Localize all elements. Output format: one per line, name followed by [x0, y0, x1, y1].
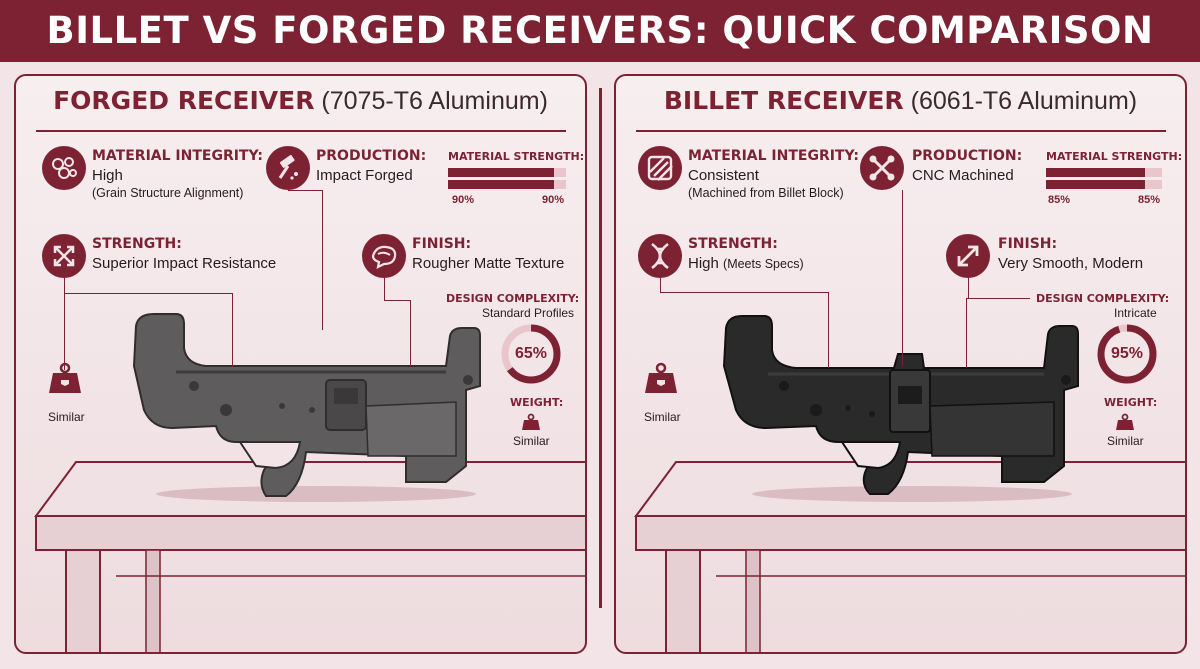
panel-title-material: (6061-T6 Aluminum): [910, 87, 1138, 115]
strength-value: Superior Impact Resistance: [92, 255, 277, 272]
billet-receiver-panel: BILLET RECEIVER (6061-T6 Aluminum) MATER…: [614, 74, 1187, 654]
finish-block: FINISH: Rougher Matte Texture: [412, 236, 564, 272]
material-strength-right-label: 90%: [542, 194, 565, 206]
weight-label: WEIGHT:: [510, 396, 564, 409]
finish-value: Very Smooth, Modern: [998, 255, 1144, 272]
production-value: Impact Forged: [316, 167, 413, 184]
page-title-banner: BILLET VS FORGED RECEIVERS: QUICK COMPAR…: [0, 0, 1200, 62]
finish-value: Rougher Matte Texture: [412, 255, 565, 272]
weight-right-value: Similar: [1107, 434, 1144, 448]
material-integrity-block: MATERIAL INTEGRITY: Consistent (Machined…: [688, 148, 859, 200]
panel-title: BILLET RECEIVER (6061-T6 Aluminum): [616, 86, 1185, 116]
design-complexity-value: Intricate: [1114, 306, 1157, 320]
material-integrity-detail: (Grain Structure Alignment): [92, 186, 244, 200]
design-complexity-percent: 65%: [514, 345, 548, 362]
strength-block: STRENGTH: High (Meets Specs): [688, 236, 804, 272]
material-integrity-block: MATERIAL INTEGRITY: High (Grain Structur…: [92, 148, 263, 200]
panel-title-main: FORGED RECEIVER: [53, 86, 315, 115]
material-integrity-label: MATERIAL INTEGRITY:: [688, 148, 860, 164]
weight-icon: [48, 362, 82, 399]
panel-title-main: BILLET RECEIVER: [663, 86, 904, 115]
title-underline: [36, 130, 566, 132]
material-integrity-value: Consistent: [688, 167, 759, 184]
material-strength-bar-1: [448, 168, 566, 177]
tools-icon: [860, 146, 904, 190]
design-complexity-gauge: 95%: [1096, 323, 1158, 385]
finish-label: FINISH:: [998, 236, 1058, 252]
arrows-out-icon: [42, 234, 86, 278]
weight-label: WEIGHT:: [1104, 396, 1158, 409]
weight-right-value: Similar: [513, 434, 550, 448]
material-strength-bar-1: [1046, 168, 1162, 177]
finish-block: FINISH: Very Smooth, Modern: [998, 236, 1143, 272]
weight-icon: [644, 362, 678, 399]
diagonal-arrow-icon: [946, 234, 990, 278]
material-strength-left-label: 90%: [452, 194, 475, 206]
strength-value: High: [688, 255, 719, 272]
center-divider: [599, 88, 602, 608]
billet-receiver-illustration: [722, 315, 1079, 502]
material-strength-bar-2: [448, 180, 566, 189]
billet-block-icon: [638, 146, 682, 190]
strength-label: STRENGTH:: [92, 236, 182, 252]
material-strength-label: MATERIAL STRENGTH:: [1046, 150, 1183, 163]
production-label: PRODUCTION:: [316, 148, 427, 164]
production-block: PRODUCTION: CNC Machined: [912, 148, 1022, 184]
production-label: PRODUCTION:: [912, 148, 1023, 164]
weight-icon: [521, 413, 541, 436]
material-strength-right-label: 85%: [1138, 194, 1161, 206]
finish-label: FINISH:: [412, 236, 472, 252]
panel-title: FORGED RECEIVER (7075-T6 Aluminum): [16, 86, 585, 116]
panel-title-material: (7075-T6 Aluminum): [321, 87, 548, 115]
production-block: PRODUCTION: Impact Forged: [316, 148, 426, 184]
dna-icon: [638, 234, 682, 278]
strength-block: STRENGTH: Superior Impact Resistance: [92, 236, 276, 272]
material-integrity-label: MATERIAL INTEGRITY:: [92, 148, 264, 164]
material-integrity-value: High: [92, 167, 123, 184]
hammer-icon: [266, 146, 310, 190]
material-strength-left-label: 85%: [1048, 194, 1071, 206]
material-integrity-detail: (Machined from Billet Block): [688, 186, 844, 200]
design-complexity-gauge: 65%: [500, 323, 562, 385]
title-underline: [636, 130, 1166, 132]
strength-detail: (Meets Specs): [723, 257, 804, 271]
production-value: CNC Machined: [912, 167, 1014, 184]
material-strength-label: MATERIAL STRENGTH:: [448, 150, 585, 163]
weight-left-value: Similar: [48, 410, 85, 424]
design-complexity-percent: 95%: [1110, 345, 1144, 362]
weight-left-value: Similar: [644, 410, 681, 424]
forged-receiver-panel: FORGED RECEIVER (7075-T6 Aluminum) MATER…: [14, 74, 587, 654]
weight-icon: [1115, 413, 1135, 436]
design-complexity-label: DESIGN COMPLEXITY:: [1036, 292, 1170, 305]
grain-icon: [42, 146, 86, 190]
forged-receiver-illustration: [132, 313, 481, 502]
page-title: BILLET VS FORGED RECEIVERS: QUICK COMPAR…: [46, 9, 1154, 52]
texture-icon: [362, 234, 406, 278]
design-complexity-value: Standard Profiles: [482, 306, 575, 320]
design-complexity-label: DESIGN COMPLEXITY:: [446, 292, 580, 305]
material-strength-bar-2: [1046, 180, 1162, 189]
strength-label: STRENGTH:: [688, 236, 778, 252]
